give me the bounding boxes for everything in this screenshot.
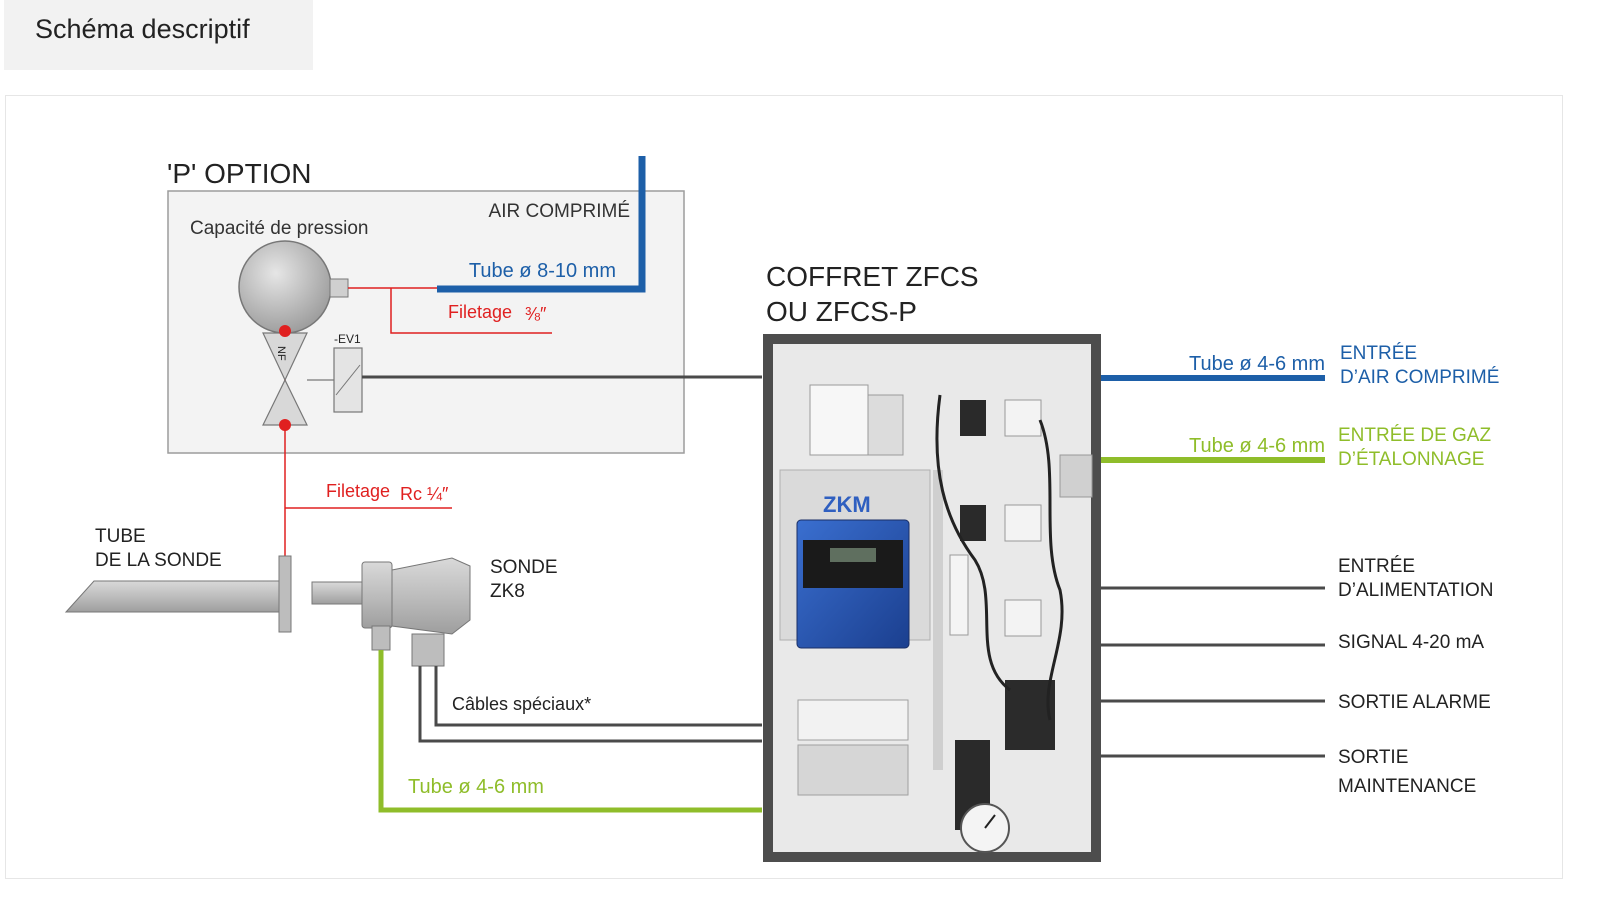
probe-gas-tube — [378, 650, 762, 813]
sonde-connector — [411, 633, 445, 667]
sonde-body — [391, 557, 471, 635]
internal-tube-2 — [1038, 419, 1064, 721]
zkm-readout — [830, 548, 876, 562]
sonde-neck — [361, 561, 393, 629]
probe-tube-label-1: TUBE — [95, 526, 146, 547]
air-inlet-tube-label: Tube ø 4-6 mm — [1189, 353, 1325, 375]
internal-tube-1 — [935, 394, 1011, 692]
flowmeter — [949, 554, 969, 636]
option-tube-label: Tube ø 8-10 mm — [469, 260, 616, 282]
special-cable-1 — [418, 666, 762, 743]
gas-inlet-fitting — [1059, 454, 1093, 498]
solenoid-valve-1 — [960, 400, 986, 436]
terminal-block-top — [867, 394, 904, 456]
thread-leader-top — [390, 288, 552, 334]
solenoid-valve-2 — [960, 505, 986, 541]
cabinet-group: COFFRET ZFCS OU ZFCS-P ZKM — [763, 261, 1101, 862]
terminal-block-bottom — [797, 699, 909, 741]
sonde-nozzle — [311, 581, 371, 605]
cables-label: Câbles spéciaux* — [452, 694, 591, 714]
din-rail — [933, 470, 943, 770]
p-option-group: 'P' OPTION Capacité de pression AIR COMP… — [167, 156, 685, 454]
sonde-gas-port — [371, 625, 391, 651]
p-option-box — [167, 190, 685, 454]
p-option-title: 'P' OPTION — [167, 158, 311, 189]
thread-value-bottom: Rc ¼″ — [400, 484, 449, 504]
option-air-pipe — [437, 156, 646, 293]
outputs-group: Tube ø 4-6 mm ENTRÉE D’AIR COMPRIMÉ Tube… — [1101, 343, 1499, 797]
thread-label-bottom: Filetage — [326, 481, 390, 501]
probe-tube-label-2: DE LA SONDE — [95, 550, 222, 571]
sonde-label-1: SONDE — [490, 557, 558, 578]
zkm-label: ZKM — [823, 492, 871, 517]
sonde-label-2: ZK8 — [490, 581, 525, 602]
thread-label-top: Filetage — [448, 302, 512, 322]
air-inlet-label-2: D’AIR COMPRIMÉ — [1340, 367, 1499, 388]
gas-inlet-label-2: D’ÉTALONNAGE — [1338, 449, 1484, 470]
alarm-label: SORTIE ALARME — [1338, 692, 1491, 713]
header-tab-label: Schéma descriptif — [35, 14, 250, 44]
header-tab[interactable]: Schéma descriptif — [4, 0, 313, 70]
solenoid-mark — [335, 364, 361, 396]
air-compressed-label: AIR COMPRIMÉ — [489, 201, 630, 222]
zkm-display — [803, 540, 903, 588]
pressure-capacity-sphere — [238, 240, 332, 334]
power-label-2: D’ALIMENTATION — [1338, 580, 1494, 601]
capacity-port — [329, 278, 349, 298]
special-cable-2 — [434, 666, 762, 727]
probe-tube — [64, 580, 286, 613]
relay-block — [797, 744, 909, 796]
maintenance-label-1: SORTIE — [1338, 747, 1408, 768]
fitting-1 — [1004, 399, 1042, 437]
gas-inlet-tube-label: Tube ø 4-6 mm — [1189, 435, 1325, 457]
diagram-frame — [5, 95, 1563, 879]
maintenance-label-2: MAINTENANCE — [1338, 776, 1476, 797]
probe-gas-tube-label: Tube ø 4-6 mm — [408, 776, 544, 798]
ev1-label: -EV1 — [334, 332, 361, 346]
air-inlet-label-1: ENTRÉE — [1340, 343, 1417, 364]
gas-inlet-label-1: ENTRÉE DE GAZ — [1338, 425, 1491, 446]
thread-value-top: ⅜″ — [525, 304, 547, 324]
capacity-label: Capacité de pression — [190, 218, 369, 239]
pressure-gauge-needle — [984, 814, 996, 829]
signal-label: SIGNAL 4-20 mA — [1338, 632, 1484, 653]
fitting-2 — [1004, 504, 1042, 542]
breaker-block — [809, 384, 869, 456]
pressure-regulator — [1005, 680, 1055, 750]
probe-group: Filetage Rc ¼″ TUBE DE LA SONDE SONDE ZK… — [64, 425, 762, 813]
cabinet-title-2: OU ZFCS-P — [766, 296, 917, 327]
power-label-1: ENTRÉE — [1338, 556, 1415, 577]
valve-dot-top — [279, 325, 291, 337]
cabinet-title-1: COFFRET ZFCS — [766, 261, 979, 292]
valve-nf-label: NF — [275, 346, 287, 361]
fitting-3 — [1004, 599, 1042, 637]
probe-flange — [278, 555, 292, 633]
